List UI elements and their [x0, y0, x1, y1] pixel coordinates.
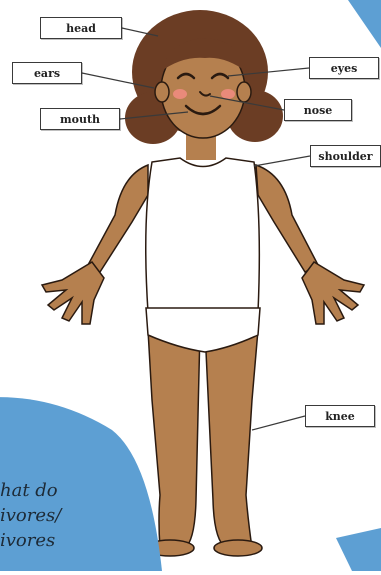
speech-bubble-corner-bottom	[336, 528, 381, 571]
label-knee: knee	[305, 405, 375, 427]
bubble-line-3: ivores	[0, 528, 175, 553]
ear-left	[155, 82, 169, 102]
speech-bubble-corner	[348, 0, 381, 48]
right-leg	[205, 330, 258, 548]
label-eyes: eyes	[309, 57, 379, 79]
label-nose: nose	[284, 99, 352, 121]
label-ears: ears	[12, 62, 82, 84]
vest	[146, 158, 260, 312]
label-mouth: mouth	[40, 108, 120, 130]
right-foot	[214, 540, 262, 556]
bubble-line-2: ivores/	[0, 503, 175, 528]
cheek-right	[221, 89, 235, 99]
right-arm	[256, 165, 318, 272]
label-shoulder: shoulder	[310, 145, 381, 167]
cheek-left	[173, 89, 187, 99]
left-arm	[88, 165, 148, 272]
bubble-line-1: hat do	[0, 478, 175, 503]
left-hand	[42, 262, 104, 324]
label-head: head	[40, 17, 122, 39]
ear-right	[237, 82, 251, 102]
right-hand	[302, 262, 364, 324]
